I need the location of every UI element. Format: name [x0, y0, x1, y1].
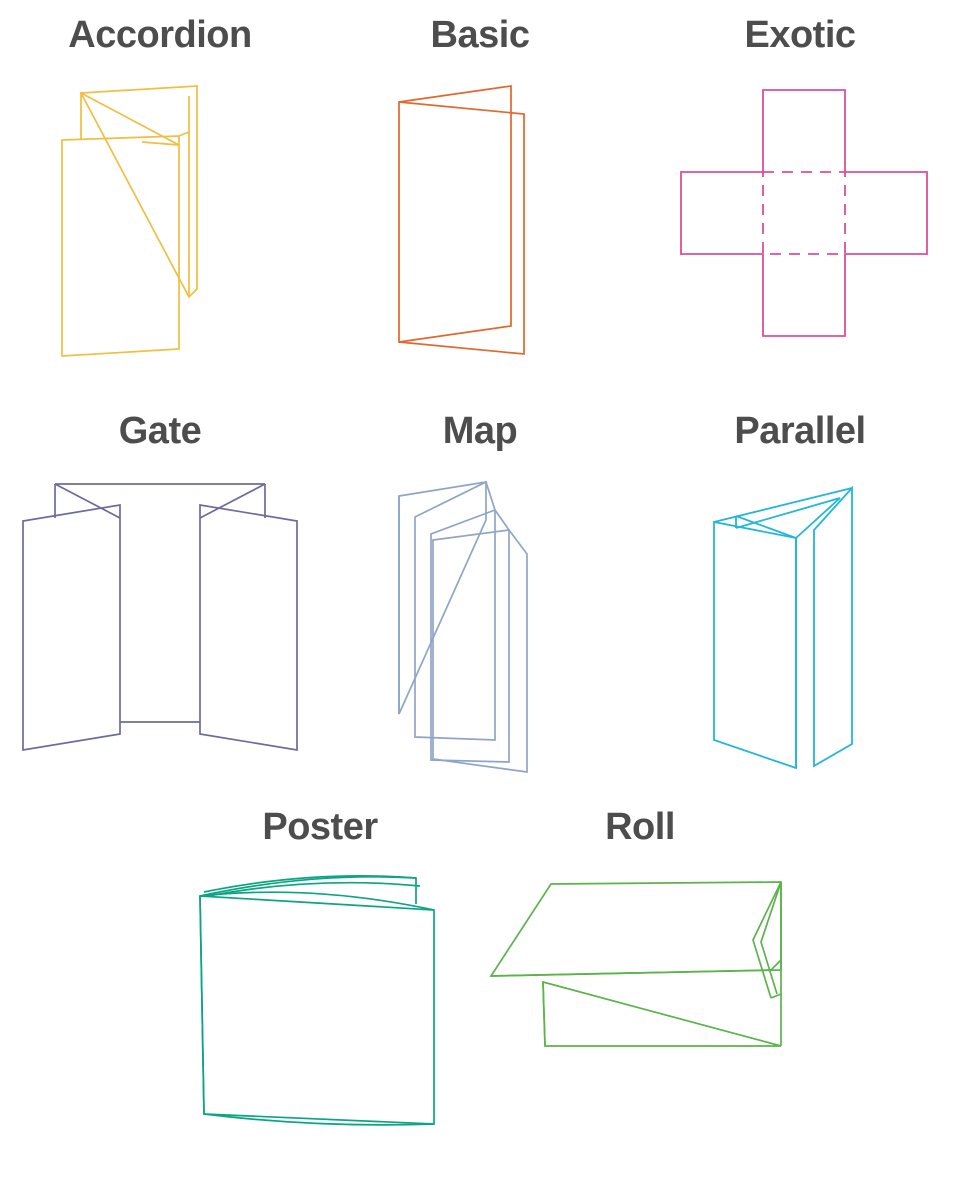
fold-title-gate: Gate	[118, 410, 202, 452]
roll-fold-diagram	[489, 881, 782, 1047]
fold-figure-exotic-wrap	[660, 72, 940, 362]
fold-card-gate[interactable]: Gate	[0, 398, 320, 796]
fold-card-parallel[interactable]: Parallel	[640, 398, 960, 796]
fold-figure-parallel-wrap	[700, 472, 900, 782]
fold-row-1: Accordion	[0, 0, 960, 398]
fold-row-2: Gate	[0, 398, 960, 796]
fold-card-poster[interactable]: Poster	[160, 796, 480, 1192]
fold-figure-basic-wrap	[370, 72, 590, 372]
fold-card-basic[interactable]: Basic	[320, 0, 640, 398]
fold-title-basic: Basic	[430, 14, 530, 56]
exotic-fold-diagram	[680, 89, 928, 337]
fold-title-poster: Poster	[262, 806, 378, 848]
fold-card-map[interactable]: Map	[320, 398, 640, 796]
fold-title-roll: Roll	[605, 806, 675, 848]
fold-title-exotic: Exotic	[744, 14, 856, 56]
fold-card-accordion[interactable]: Accordion	[0, 0, 320, 398]
parallel-fold-diagram	[713, 485, 853, 770]
gate-fold-diagram	[22, 483, 298, 752]
fold-title-parallel: Parallel	[734, 410, 866, 452]
accordion-fold-diagram	[61, 85, 198, 357]
fold-figure-map-wrap	[385, 472, 575, 782]
fold-title-accordion: Accordion	[68, 14, 252, 56]
fold-card-roll[interactable]: Roll	[480, 796, 800, 1192]
fold-card-exotic[interactable]: Exotic	[640, 0, 960, 398]
fold-figure-roll-wrap	[485, 866, 795, 1066]
fold-figure-poster-wrap	[190, 866, 450, 1136]
fold-figure-accordion-wrap	[50, 72, 270, 372]
fold-figure-gate-wrap	[15, 472, 305, 772]
map-fold-diagram	[398, 480, 528, 773]
fold-title-map: Map	[442, 410, 518, 452]
basic-fold-diagram	[398, 85, 525, 355]
fold-row-3: Poster	[0, 796, 960, 1192]
poster-fold-diagram	[199, 875, 435, 1126]
